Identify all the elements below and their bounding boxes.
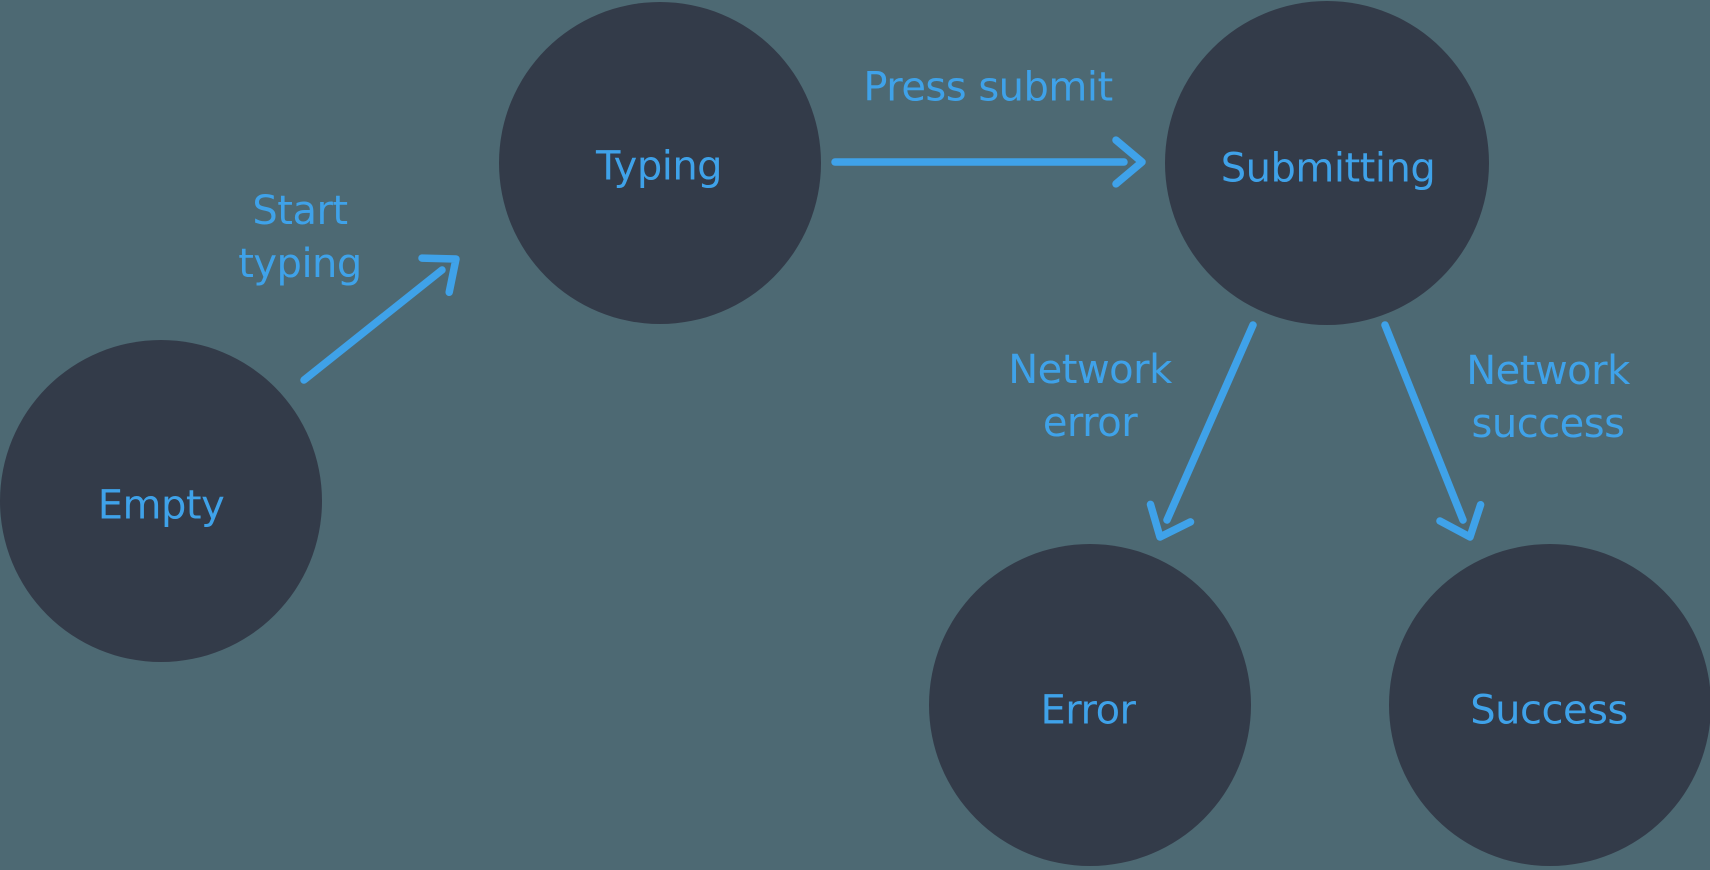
transition-label-line: success: [1471, 401, 1625, 447]
state-label-success: Success: [1470, 687, 1628, 734]
transition-label-press-submit: Press submit: [863, 64, 1113, 111]
transition-label-start-typing: Start typing: [238, 185, 362, 291]
state-node-error: [929, 544, 1251, 866]
transition-label-line: Start: [252, 188, 348, 234]
arrow-shaft: [1163, 321, 1257, 524]
arrowhead-icon: [1112, 136, 1146, 188]
transition-label-line: Network: [1466, 348, 1630, 394]
arrowhead-icon: [418, 254, 460, 297]
state-label-empty: Empty: [97, 482, 225, 529]
state-node-success: [1389, 544, 1710, 866]
transition-label-line: typing: [238, 241, 362, 287]
transition-label-line: error: [1042, 400, 1138, 446]
state-node-empty: [0, 340, 322, 662]
state-label-error: Error: [1040, 687, 1137, 734]
transition-label-line: Network: [1008, 347, 1172, 393]
arrowhead-icon: [1436, 500, 1485, 541]
state-node-typing: [499, 2, 821, 324]
transition-arrow-start-typing: [300, 254, 460, 384]
arrowhead-icon: [1146, 500, 1195, 541]
transition-arrow-network-error: [1146, 321, 1257, 541]
state-label-typing: Typing: [595, 143, 723, 190]
arrow-shaft: [1381, 321, 1467, 524]
arrow-shaft: [300, 266, 446, 384]
state-node-submitting: [1165, 1, 1489, 325]
transition-label-network-error: Network error: [1008, 344, 1172, 450]
transition-arrow-press-submit: [831, 136, 1146, 188]
transition-label-network-success: Network success: [1466, 345, 1630, 451]
transition-arrow-network-success: [1381, 321, 1485, 541]
state-label-submitting: Submitting: [1220, 145, 1436, 192]
